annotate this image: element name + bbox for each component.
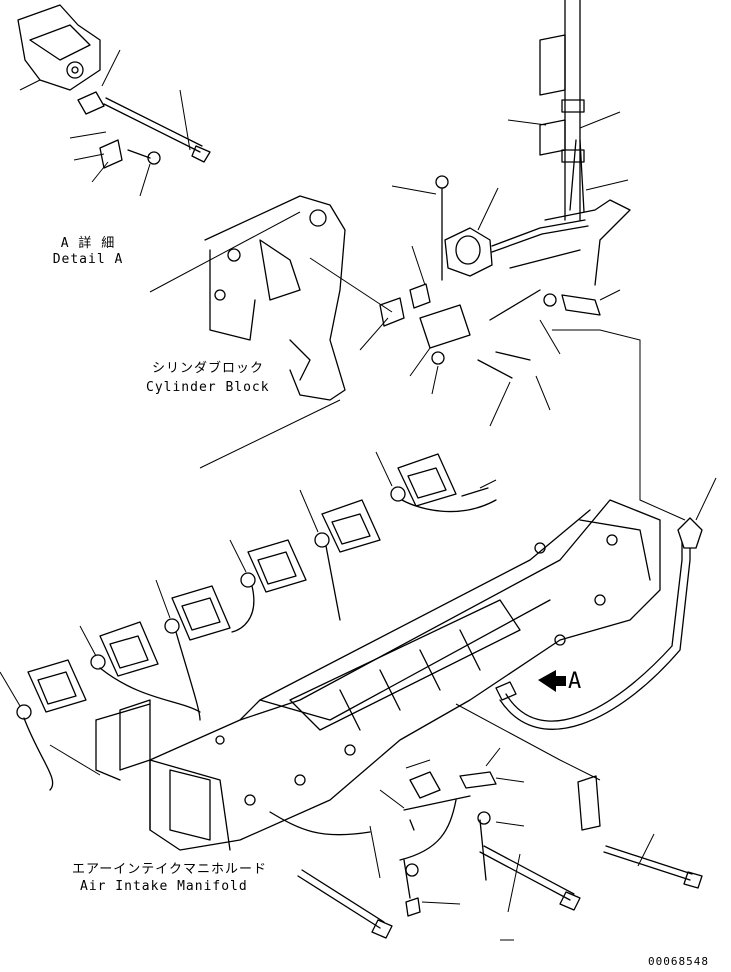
intake-heaters [0, 451, 497, 791]
heater-relay-section [391, 0, 686, 521]
drawing-number: 00068548 [648, 955, 709, 968]
heater-4 [229, 539, 307, 593]
detail-a-label-en: Detail A [52, 252, 124, 267]
manifold-label-en: Air Intake Manifold [80, 879, 248, 894]
detail-a-label-jp: A 詳 細 [60, 236, 116, 251]
heater-6 [375, 451, 457, 507]
view-marker-label: A [568, 669, 582, 694]
manifold-label-jp: エアーインテイクマニホルード [72, 862, 267, 877]
heater-5 [299, 489, 381, 553]
detail-a-assembly [17, 4, 211, 197]
heater-2 [79, 621, 159, 677]
heater-1 [0, 659, 87, 791]
cylinder-block-label-en: Cylinder Block [146, 380, 270, 395]
air-intake-manifold [49, 477, 717, 941]
heater-3 [155, 579, 231, 641]
cylinder-block-section [149, 195, 431, 469]
cylinder-block-label-jp: シリンダブロック [152, 361, 265, 376]
